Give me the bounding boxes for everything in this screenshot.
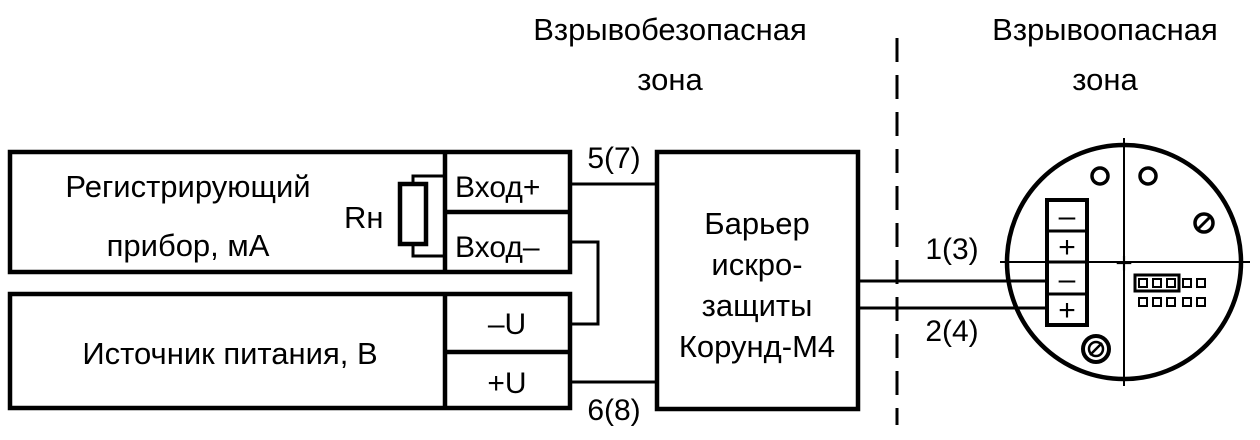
sensor-terminal-strip: – + – + — [1045, 198, 1089, 327]
safe-zone-label-line2: зона — [637, 62, 703, 97]
adjustment-screw-upper — [1193, 212, 1215, 234]
hazard-zone-label-line2: зона — [1072, 62, 1138, 97]
input-minus-terminal-label: Вход– — [455, 231, 540, 264]
plus-u-terminal-label: +U — [487, 367, 526, 400]
sensor-terminal-sign-4: + — [1058, 294, 1076, 327]
wire-label-bottom-left: 6(8) — [587, 394, 640, 427]
input-plus-terminal-label: Вход+ — [455, 171, 540, 204]
mounting-hole-top-left — [1090, 166, 1110, 186]
recorder-label-line1: Регистрирующий — [65, 169, 310, 204]
adjustment-screw-lower — [1081, 334, 1111, 364]
load-resistor-symbol — [397, 174, 445, 258]
jumper-connector — [1133, 273, 1206, 307]
minus-u-terminal-label: –U — [488, 308, 526, 341]
load-resistor-label: Rн — [344, 200, 384, 235]
sensor-center-mark: + — [1115, 247, 1133, 280]
sensor-terminal-block: + – + – + — [1000, 138, 1250, 386]
wire-label-top-left: 5(7) — [587, 142, 640, 175]
power-supply-label: Источник питания, В — [82, 336, 377, 371]
barrier-label-line1: Барьер — [704, 206, 809, 241]
spark-protection-barrier: Барьер искро- защиты Корунд-М4 — [654, 149, 861, 412]
wire-label-top-right: 1(3) — [925, 233, 978, 266]
mounting-hole-top-right — [1138, 166, 1158, 186]
barrier-label-line4: Корунд-М4 — [679, 329, 835, 364]
safe-zone-label-line1: Взрывобезопасная — [533, 12, 807, 47]
power-supply: Источник питания, В –U +U — [7, 291, 573, 411]
wire-label-bottom-right: 2(4) — [925, 315, 978, 348]
recorder-label-line2: прибор, мА — [107, 228, 270, 263]
wire-input-minus-to-minus-u — [570, 240, 600, 326]
hazard-zone-label-line1: Взрывоопасная — [992, 12, 1218, 47]
sensor-terminal-sign-3: – — [1059, 263, 1076, 296]
recording-instrument: Регистрирующий прибор, мА Rн Вход+ Вход– — [7, 149, 573, 275]
sensor-terminal-sign-2: + — [1058, 231, 1076, 264]
barrier-label-line3: защиты — [702, 288, 813, 323]
sensor-terminal-sign-1: – — [1059, 200, 1076, 233]
barrier-label-line2: искро- — [711, 247, 802, 282]
